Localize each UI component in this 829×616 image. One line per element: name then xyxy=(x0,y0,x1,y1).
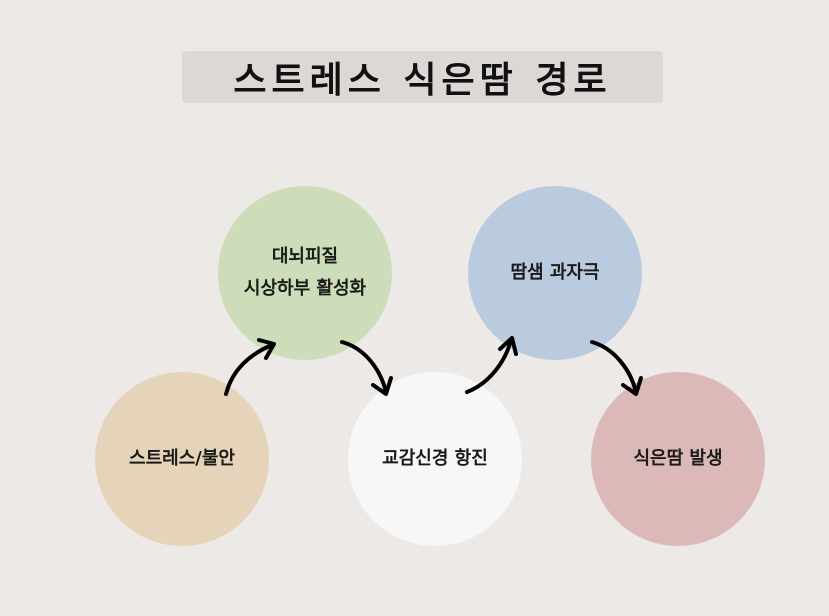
node-cold-sweat-label: 식은땀 발생 xyxy=(633,447,723,469)
node-stress-anxiety: 스트레스/불안 xyxy=(95,372,269,546)
arrow-sweat-gland-to-result xyxy=(590,340,643,396)
node-sympathetic: 교감신경 항진 xyxy=(348,372,522,546)
node-sweat-gland: 땀샘 과자극 xyxy=(468,186,642,360)
arrow-stress-to-cortex xyxy=(224,338,276,396)
node-cortex-label: 대뇌피질 시상하부 활성화 xyxy=(243,245,367,299)
title-banner: 스트레스 식은땀 경로 xyxy=(182,51,663,103)
node-cortex-hypothalamus: 대뇌피질 시상하부 활성화 xyxy=(218,186,392,360)
arrow-cortex-to-sympathetic xyxy=(340,340,393,396)
diagram-title: 스트레스 식은땀 경로 xyxy=(233,60,612,101)
node-sympathetic-label: 교감신경 항진 xyxy=(382,447,488,469)
node-cold-sweat: 식은땀 발생 xyxy=(591,372,765,546)
arrow-sympathetic-to-sweat-gland xyxy=(465,336,518,394)
node-stress-label: 스트레스/불안 xyxy=(129,447,235,469)
node-sweat-gland-label: 땀샘 과자극 xyxy=(510,261,600,283)
